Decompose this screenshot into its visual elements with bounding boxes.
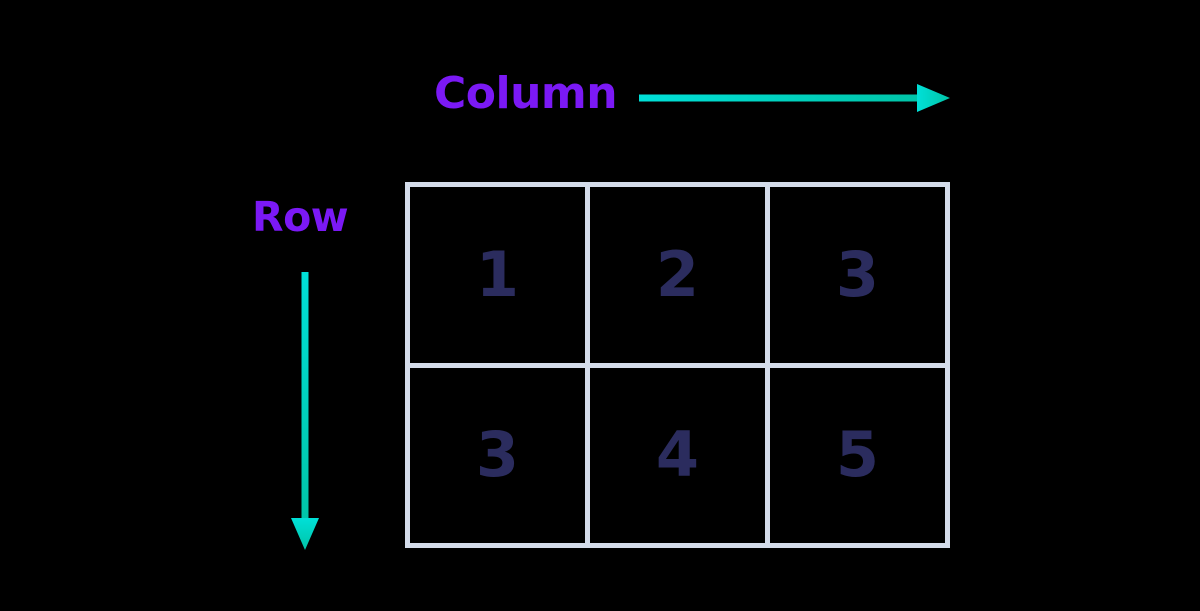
cell-value: 2 <box>655 237 700 311</box>
column-arrow-right-icon <box>639 84 950 112</box>
number-grid: 1 2 3 3 4 5 <box>405 182 950 548</box>
cell-value: 1 <box>475 237 520 311</box>
grid-cell-r1c1[interactable]: 4 <box>590 367 765 543</box>
cell-value: 3 <box>835 237 880 311</box>
cell-value: 3 <box>475 418 520 492</box>
row-arrow-down-icon <box>291 272 319 550</box>
cell-value: 5 <box>835 418 880 492</box>
grid-cell-r1c0[interactable]: 3 <box>410 367 585 543</box>
row-axis-label: Row <box>252 193 349 241</box>
grid-cell-r0c1[interactable]: 2 <box>590 187 765 363</box>
grid-cell-r0c2[interactable]: 3 <box>770 187 945 363</box>
grid-cell-r0c0[interactable]: 1 <box>410 187 585 363</box>
grid-cell-r1c2[interactable]: 5 <box>770 367 945 543</box>
cell-value: 4 <box>655 418 700 492</box>
column-axis-label: Column <box>434 68 618 119</box>
